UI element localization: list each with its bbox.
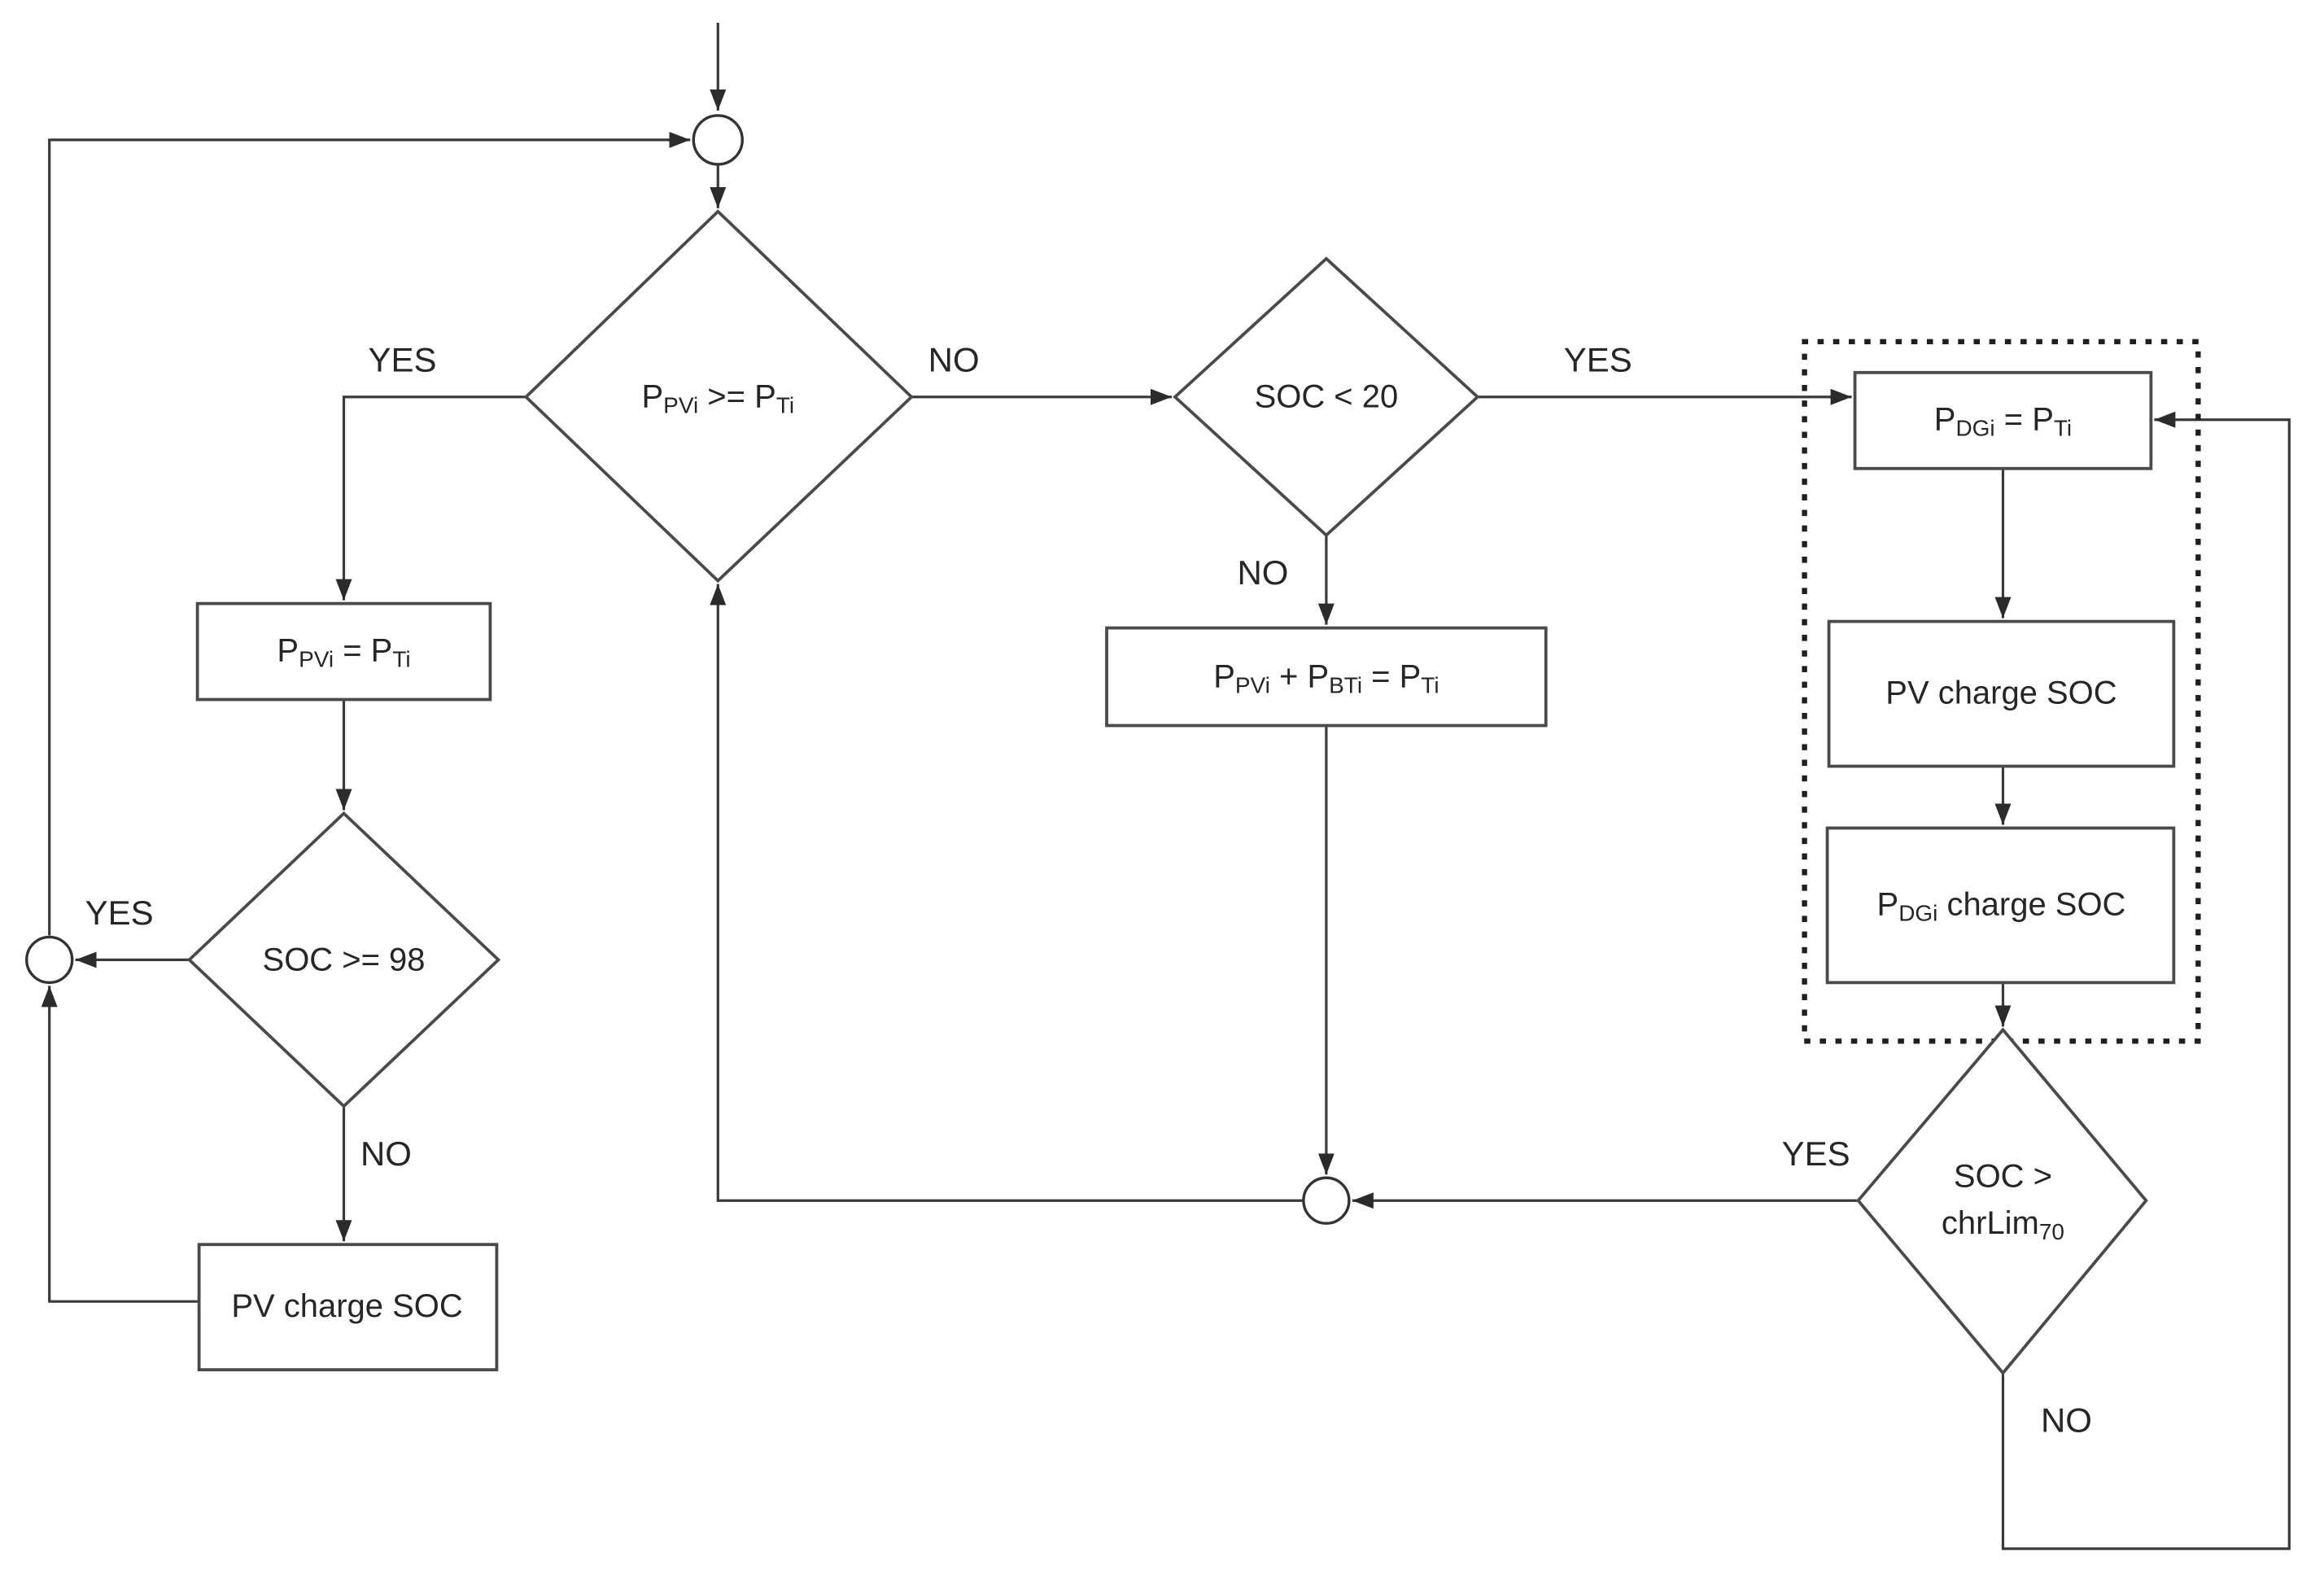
process-pv-charge-soc-right-box	[1827, 619, 2176, 768]
decision-soc-gt-chrlim-label-line1: SOC >	[1954, 1158, 2052, 1194]
process-pdg-eq-pt-label: PDGi = PTi	[1934, 402, 2072, 440]
edge-left-connector-to-start-connector	[48, 131, 691, 936]
edge-mid-connector-to-ppv-decision	[710, 584, 1304, 1202]
decision-soc-gt-chrlim-label-line2: chrLim70	[1942, 1205, 2064, 1244]
process-ppv-pbt-eq-pt-label: PPVi + PBTi = PTi	[1213, 659, 1439, 697]
decision-soc-ge-98-shape	[186, 811, 501, 1108]
edge-ppv-decision-yes-to-ppv-process	[335, 396, 526, 601]
start-connector-circle	[692, 114, 744, 166]
edge-pv-charge-left-to-left-connector	[41, 986, 199, 1303]
decision-soc-lt-20-shape	[1173, 256, 1480, 538]
process-ppv-eq-pt-box	[195, 601, 492, 702]
ppv-decision-no-label: NO	[928, 340, 980, 378]
decision-ppv-ge-pt-label: PPVi >= PTi	[642, 379, 795, 417]
process-pdg-charge-soc-box	[1825, 826, 2176, 985]
process-ppv-pbt-eq-pt-box	[1105, 626, 1548, 728]
decision-soc-lt-20-label: SOC < 20	[1255, 379, 1399, 415]
mid-connector-circle	[1302, 1176, 1351, 1225]
left-connector-circle	[25, 935, 74, 985]
decision-ppv-ge-pt-shape	[523, 209, 914, 584]
process-pv-charge-soc-left-label: PV charge SOC	[231, 1288, 462, 1324]
soc98-decision-yes-label: YES	[85, 894, 154, 932]
process-pdg-eq-pt-box	[1853, 370, 2153, 470]
edge-chrlim-no-loop-to-pdg-process	[2001, 411, 2291, 1550]
ppv-decision-yes-label: YES	[368, 340, 436, 378]
soc20-decision-yes-label: YES	[1564, 340, 1632, 378]
chrlim-decision-no-label: NO	[2041, 1401, 2092, 1440]
process-ppv-eq-pt-label: PPVi = PTi	[277, 633, 410, 671]
decision-soc-gt-chrlim-shape	[1856, 1027, 2148, 1376]
soc98-decision-no-label: NO	[360, 1134, 412, 1173]
process-pdg-charge-soc-label: PDGi charge SOC	[1877, 886, 2126, 925]
decision-soc-ge-98-label: SOC >= 98	[263, 942, 426, 977]
soc20-decision-no-label: NO	[1237, 553, 1288, 592]
chrlim-decision-yes-label: YES	[1782, 1134, 1850, 1173]
process-pv-charge-soc-left-box	[197, 1243, 499, 1372]
process-pv-charge-soc-right-label: PV charge SOC	[1885, 675, 2116, 711]
